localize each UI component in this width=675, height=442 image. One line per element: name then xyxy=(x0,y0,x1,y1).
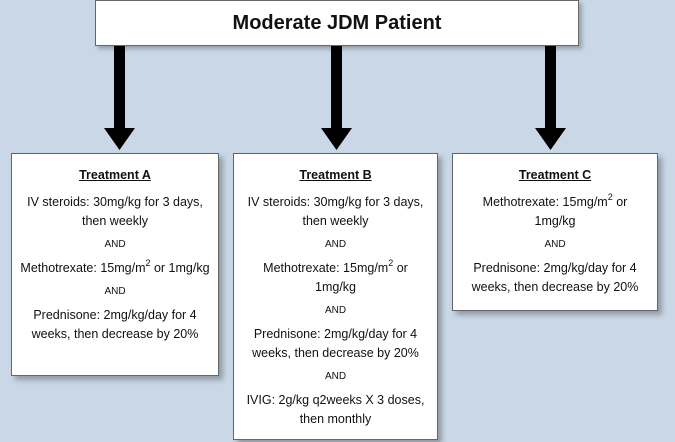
treatment-a-methotrexate: Methotrexate: 15mg/m2 or 1mg/kg xyxy=(20,257,210,278)
treatment-c-methotrexate: Methotrexate: 15mg/m2 or 1mg/kg xyxy=(461,191,649,231)
treatment-b-methotrexate: Methotrexate: 15mg/m2 or 1mg/kg xyxy=(242,257,429,297)
patient-header-box: Moderate JDM Patient xyxy=(95,0,579,46)
dose-exponent: 2 xyxy=(388,257,394,268)
treatment-c-and-1: AND xyxy=(544,239,566,250)
treatment-b-card: Treatment B IV steroids: 30mg/kg for 3 d… xyxy=(233,153,438,440)
methotrexate-alt-dose: or 1mg/kg xyxy=(315,261,408,294)
methotrexate-alt-dose: or 1mg/kg xyxy=(150,261,210,275)
treatment-a-and-1: AND xyxy=(104,239,126,250)
treatment-c-prednisone: Prednisone: 2mg/kg/day for 4 weeks, then… xyxy=(471,261,639,294)
treatment-c-title: Treatment C xyxy=(518,168,592,182)
dose-exponent: 2 xyxy=(145,257,151,268)
treatment-a-prednisone: Prednisone: 2mg/kg/day for 4 weeks, then… xyxy=(31,308,199,341)
treatment-b-prednisone: Prednisone: 2mg/kg/day for 4 weeks, then… xyxy=(252,327,419,360)
arrow-to-treatment-b xyxy=(321,46,352,150)
treatment-a-card: Treatment A IV steroids: 30mg/kg for 3 d… xyxy=(11,153,219,376)
treatment-a-steroids: IV steroids: 30mg/kg for 3 days, then we… xyxy=(27,195,203,228)
treatment-a-and-2: AND xyxy=(104,286,126,297)
methotrexate-dose: Methotrexate: 15mg/m xyxy=(20,261,146,275)
methotrexate-alt-dose: or 1mg/kg xyxy=(534,195,628,228)
dose-exponent: 2 xyxy=(607,191,613,202)
arrow-to-treatment-c xyxy=(535,46,566,150)
treatment-b-title: Treatment B xyxy=(299,168,372,182)
treatment-b-ivig: IVIG: 2g/kg q2weeks X 3 doses, then mont… xyxy=(246,393,425,426)
treatment-b-and-3: AND xyxy=(324,371,347,382)
patient-header-title: Moderate JDM Patient xyxy=(232,11,442,34)
treatment-b-steroids: IV steroids: 30mg/kg for 3 days, then we… xyxy=(247,195,424,228)
methotrexate-dose: Methotrexate: 15mg/m xyxy=(482,195,608,209)
treatment-b-and-2: AND xyxy=(324,305,347,316)
treatment-a-title: Treatment A xyxy=(79,168,151,182)
treatment-b-and-1: AND xyxy=(324,239,347,250)
methotrexate-dose: Methotrexate: 15mg/m xyxy=(263,261,389,275)
arrow-to-treatment-a xyxy=(104,46,135,150)
treatment-c-card: Treatment C Methotrexate: 15mg/m2 or 1mg… xyxy=(452,153,658,311)
